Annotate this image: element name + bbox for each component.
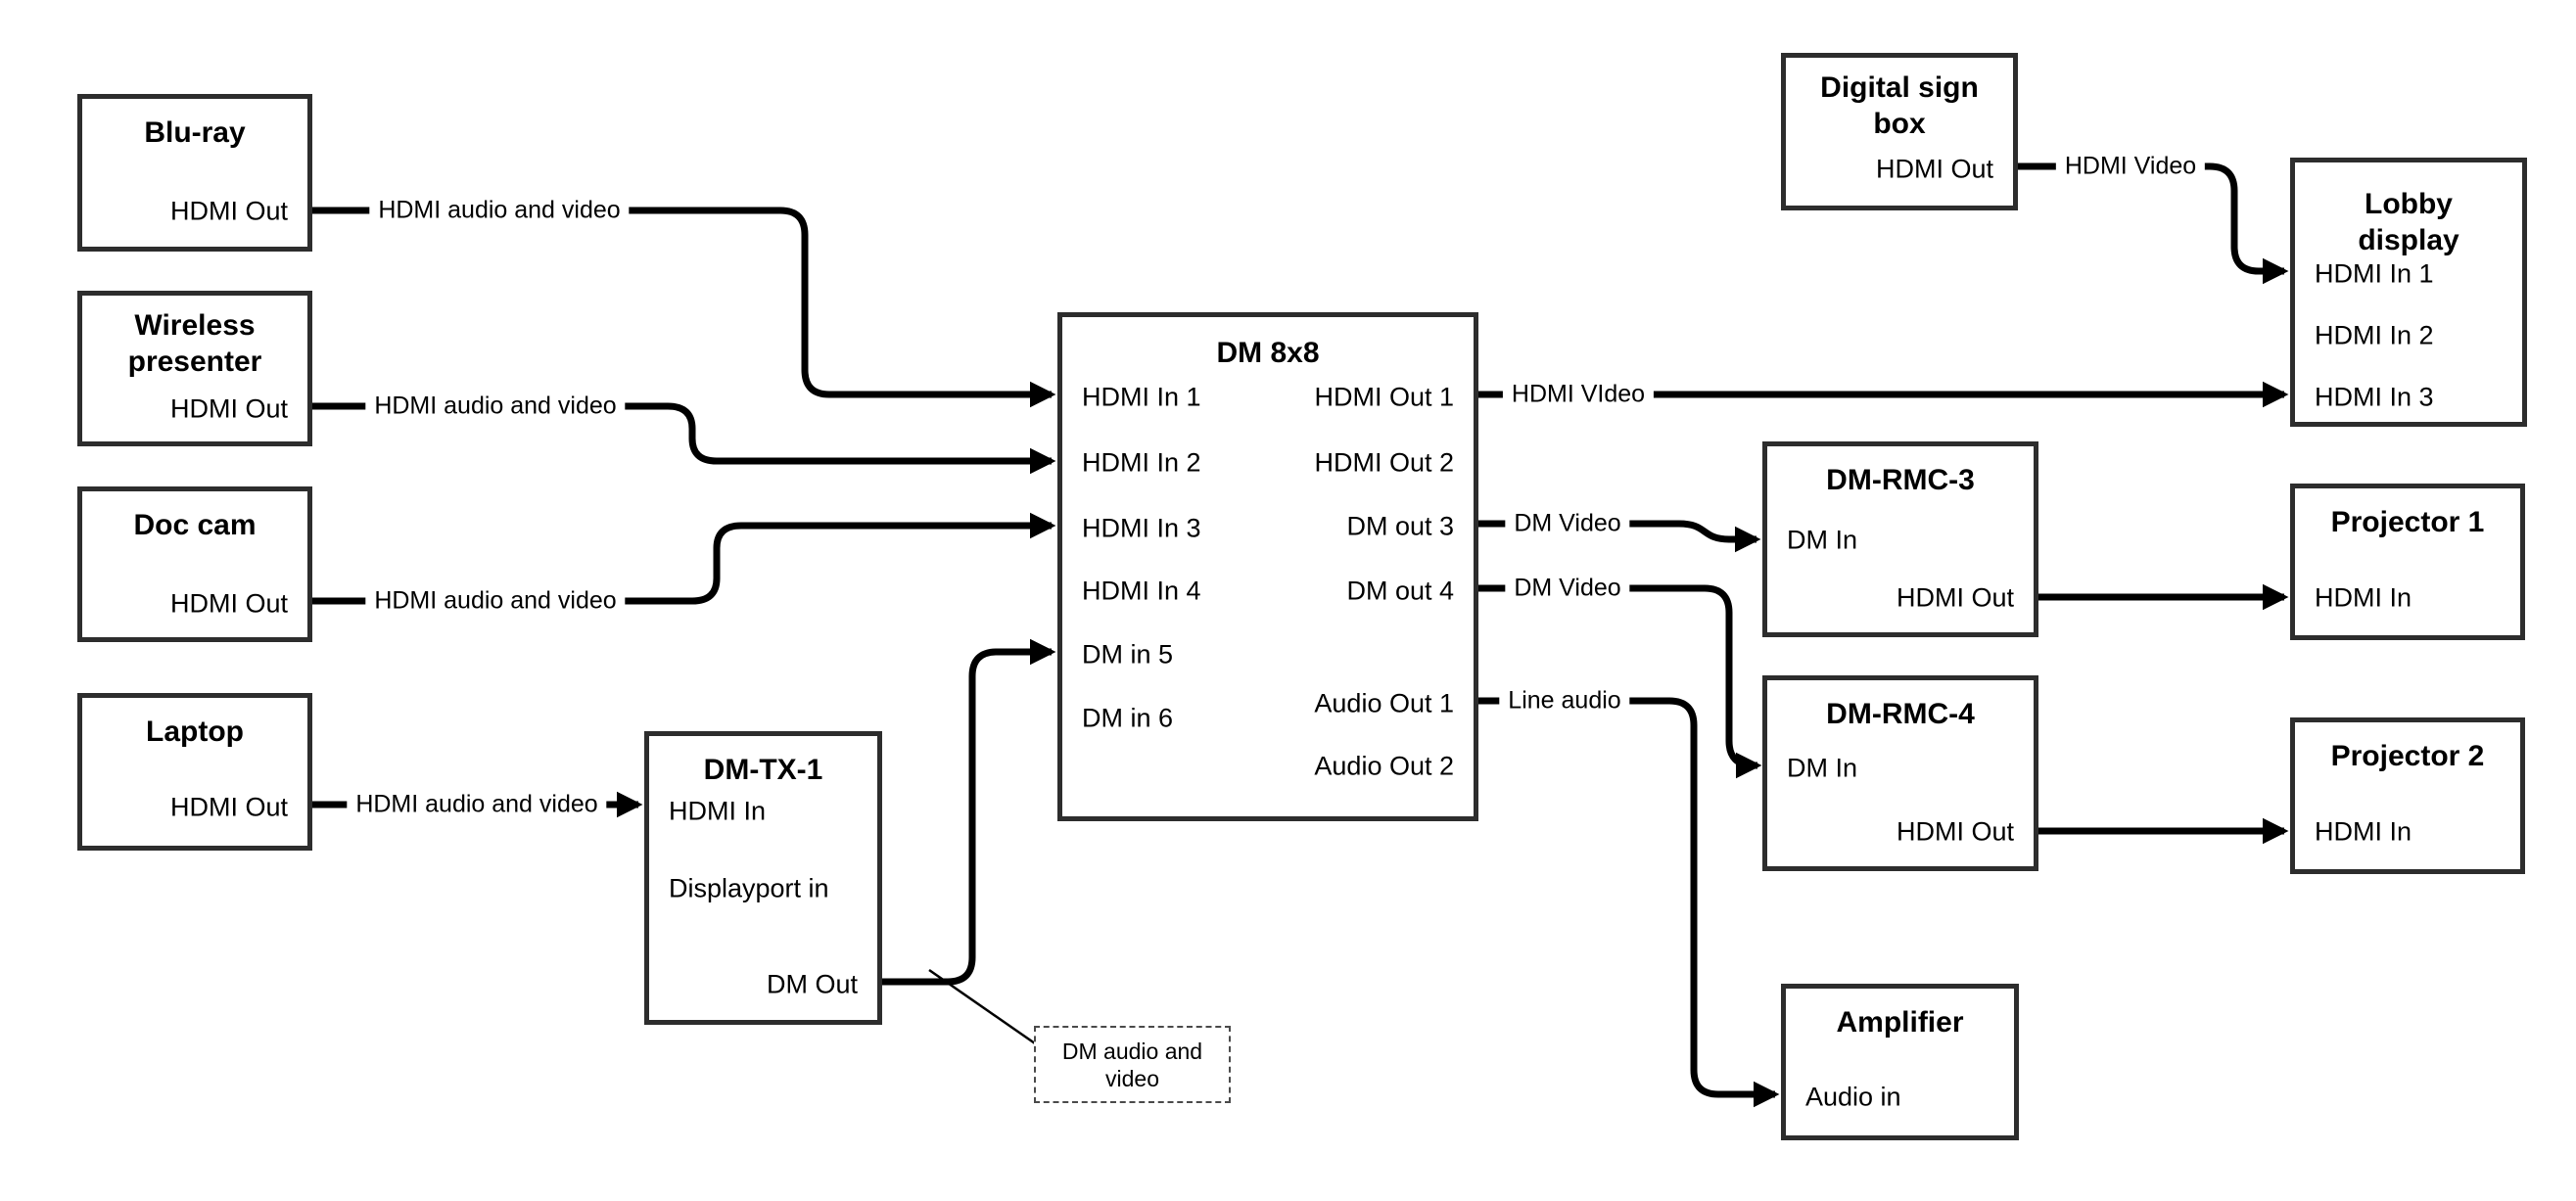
wire-doc-cam-to-dm8x8-hdmi-in-3 (312, 512, 1056, 605)
wire-label-doc-cam-to-dm8x8-hdmi-in-3: HDMI audio and video (365, 584, 626, 618)
port-dm-8x8-audio-out-1: Audio Out 1 (1314, 688, 1454, 717)
port-dm-8x8-hdmi-in-2: HDMI In 2 (1082, 447, 1201, 477)
port-dm-rmc-3-hdmi-out: HDMI Out (1896, 582, 2014, 612)
port-dm-8x8-dm-in-6: DM in 6 (1082, 703, 1174, 732)
port-laptop-hdmi-out: HDMI Out (169, 792, 288, 821)
port-dm-8x8-hdmi-in-1: HDMI In 1 (1082, 382, 1201, 411)
wire-dm-tx-1-to-dm8x8-dm-in-5 (882, 638, 1056, 986)
node-projector-2-title: Projector 2 (2330, 740, 2485, 772)
port-lobby-display-hdmi-in-3: HDMI In 3 (2315, 382, 2434, 411)
port-lobby-display-hdmi-in-1: HDMI In 1 (2315, 258, 2434, 288)
port-dm-8x8-dm-in-5: DM in 5 (1082, 639, 1174, 669)
node-dm-rmc-3-title: DM-RMC-3 (1826, 464, 1975, 496)
port-dm-8x8-hdmi-in-4: HDMI In 4 (1082, 576, 1201, 605)
wire-label-dm8x8-dm-out-4-to-dm-rmc-4: DM Video (1505, 572, 1630, 605)
port-blu-ray-hdmi-out: HDMI Out (169, 196, 288, 225)
node-projector-1-title: Projector 1 (2330, 506, 2485, 538)
node-laptop-title: Laptop (146, 716, 244, 748)
port-doc-cam-hdmi-out: HDMI Out (169, 588, 288, 618)
port-dm-rmc-3-dm-in: DM In (1787, 525, 1858, 554)
node-digital-sign-box-title: Digital sign box (1820, 71, 1979, 140)
wire-wireless-to-dm8x8-hdmi-in-2 (312, 402, 1056, 475)
node-doc-cam-title: Doc cam (133, 509, 257, 541)
port-projector-2-hdmi-in: HDMI In (2315, 816, 2412, 846)
wire-dm8x8-audio-out-1-to-amplifier (1478, 697, 1780, 1108)
port-dm-8x8-hdmi-out-2: HDMI Out 2 (1314, 447, 1454, 477)
wire-label-dm8x8-audio-out-1-to-amplifier: Line audio (1499, 684, 1630, 717)
port-digital-sign-box-hdmi-out: HDMI Out (1875, 154, 1993, 183)
wire-label-wireless-to-dm8x8-hdmi-in-2: HDMI audio and video (365, 390, 626, 423)
wire-label-dm8x8-hdmi-out-1-to-lobby-hdmi-in-3: HDMI VIdeo (1502, 378, 1655, 411)
callout-leader-line (928, 968, 1036, 1045)
wire-label-digital-sign-to-lobby-hdmi-in-1: HDMI Video (2055, 150, 2206, 183)
callout-dm-audio-and-video: DM audio and video (1034, 1026, 1231, 1103)
wire-label-laptop-to-dm-tx-1: HDMI audio and video (347, 788, 607, 821)
node-lobby-display-title: Lobby display (2358, 188, 2459, 256)
node-dm-rmc-4-title: DM-RMC-4 (1826, 698, 1975, 730)
node-dm-tx-1-title: DM-TX-1 (703, 754, 823, 786)
node-projector-2: Projector 2 HDMI In (2290, 717, 2525, 874)
port-lobby-display-hdmi-in-2: HDMI In 2 (2315, 320, 2434, 349)
wire-dm8x8-dm-out-3-to-dm-rmc-3 (1478, 520, 1761, 553)
port-dm-tx-1-dm-out: DM Out (766, 969, 858, 998)
node-dm-rmc-3: DM-RMC-3 DM In HDMI Out (1762, 441, 2038, 637)
port-dm-tx-1-displayport-in: Displayport in (669, 873, 829, 902)
port-amplifier-audio-in: Audio in (1805, 1082, 1901, 1111)
port-dm-rmc-4-hdmi-out: HDMI Out (1896, 816, 2014, 846)
node-projector-1: Projector 1 HDMI In (2290, 484, 2525, 640)
node-dm-rmc-4: DM-RMC-4 DM In HDMI Out (1762, 675, 2038, 871)
port-dm-rmc-4-dm-in: DM In (1787, 753, 1858, 782)
port-dm-8x8-hdmi-in-3: HDMI In 3 (1082, 513, 1201, 542)
port-dm-8x8-audio-out-2: Audio Out 2 (1314, 751, 1454, 780)
node-dm-8x8-title: DM 8x8 (1216, 337, 1320, 369)
node-wireless-presenter-title: Wireless presenter (127, 309, 262, 378)
port-wireless-presenter-hdmi-out: HDMI Out (169, 393, 288, 423)
port-dm-8x8-dm-out-3: DM out 3 (1346, 511, 1454, 540)
wire-label-dm8x8-dm-out-3-to-dm-rmc-3: DM Video (1505, 507, 1630, 540)
port-projector-1-hdmi-in: HDMI In (2315, 582, 2412, 612)
node-amplifier-title: Amplifier (1836, 1006, 1964, 1039)
wire-digital-sign-to-lobby-hdmi-in-1 (2018, 162, 2289, 285)
wire-blu-ray-to-dm8x8-hdmi-in-1 (312, 207, 1056, 408)
port-dm-tx-1-hdmi-in: HDMI In (669, 796, 767, 825)
port-dm-8x8-hdmi-out-1: HDMI Out 1 (1314, 382, 1454, 411)
wire-dm8x8-dm-out-4-to-dm-rmc-4 (1478, 584, 1762, 779)
node-blu-ray-title: Blu-ray (144, 116, 246, 149)
port-dm-8x8-dm-out-4: DM out 4 (1346, 576, 1454, 605)
wire-label-blu-ray-to-dm8x8-hdmi-in-1: HDMI audio and video (369, 194, 630, 227)
